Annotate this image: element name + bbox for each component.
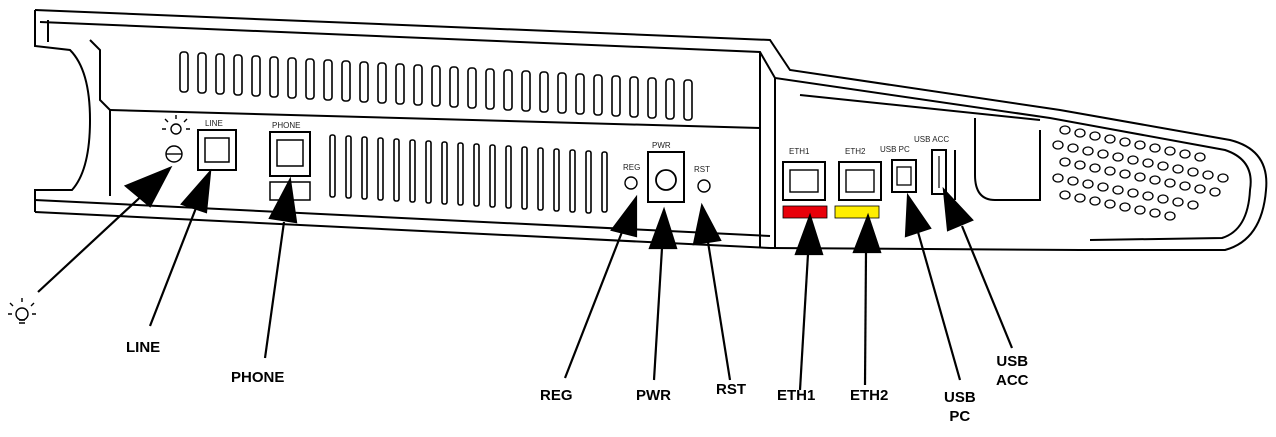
vent-slots-lower xyxy=(329,134,608,214)
arrowhead-usb-acc xyxy=(942,186,974,232)
line-port-label: LINE xyxy=(205,119,223,128)
rst-button: RST xyxy=(694,165,711,193)
callout-usb-pc-line2: PC xyxy=(949,408,971,425)
arrowhead-eth2 xyxy=(852,212,882,254)
arrowhead-reg xyxy=(610,194,638,238)
pwr-button-label: PWR xyxy=(652,141,671,150)
callout-eth2: ETH2 xyxy=(850,387,889,404)
eth2-port: ETH2 xyxy=(834,147,882,219)
arrow-rst xyxy=(706,241,732,381)
callout-line: LINE xyxy=(126,339,161,356)
eth2-color-strip xyxy=(834,205,880,219)
callout-eth1: ETH1 xyxy=(777,387,816,404)
usb-pc-port: USB PC xyxy=(880,145,917,193)
reg-led-label: REG xyxy=(623,163,640,172)
arrow-eth1 xyxy=(798,253,810,391)
callout-usb-pc: USB PC xyxy=(944,388,976,426)
eth1-port: ETH1 xyxy=(782,147,828,219)
arrowhead-phone xyxy=(268,176,298,224)
arrow-usb-pc xyxy=(916,231,962,381)
arrow-eth2 xyxy=(863,251,868,386)
reg-led: REG xyxy=(623,163,640,190)
callout-usb-pc-line1: USB xyxy=(944,389,976,406)
line-port: LINE xyxy=(197,119,237,171)
led-light-indicator xyxy=(162,115,190,163)
arrowhead-usb-pc xyxy=(904,192,932,238)
callout-arrows xyxy=(37,165,1014,391)
arrow-light xyxy=(37,189,149,293)
arrow-usb-acc xyxy=(960,225,1014,349)
usb-acc-port-label: USB ACC xyxy=(914,135,949,144)
callout-rst: RST xyxy=(716,381,746,398)
eth1-color-strip xyxy=(782,205,828,219)
arrowhead-light xyxy=(123,165,173,208)
arrow-phone xyxy=(263,221,286,359)
callout-usb-acc-line1: USB xyxy=(996,353,1029,370)
eth2-port-label: ETH2 xyxy=(845,147,866,156)
arrowhead-eth1 xyxy=(794,212,824,256)
eth1-port-label: ETH1 xyxy=(789,147,810,156)
arrow-reg xyxy=(563,231,624,379)
callout-phone: PHONE xyxy=(231,369,285,386)
rst-button-label: RST xyxy=(694,165,710,174)
arrowhead-rst xyxy=(692,202,722,246)
vent-slots-upper xyxy=(179,51,693,121)
callout-reg: REG xyxy=(540,387,573,404)
arrowhead-pwr xyxy=(648,206,678,250)
arrow-line xyxy=(148,207,198,327)
usb-acc-port: USB ACC xyxy=(914,135,949,195)
device-housing xyxy=(34,9,1268,251)
arrowhead-line xyxy=(180,168,212,214)
phone-port-label: PHONE xyxy=(272,121,300,130)
arrow-pwr xyxy=(652,247,664,381)
pwr-button: PWR xyxy=(647,141,685,203)
vent-hex-grid xyxy=(1052,125,1229,221)
light-bulb-icon xyxy=(8,298,36,324)
callout-usb-acc-line2: ACC xyxy=(996,372,1029,389)
callout-usb-acc: USB ACC xyxy=(996,352,1029,390)
usb-pc-port-label: USB PC xyxy=(880,145,910,154)
callout-pwr: PWR xyxy=(636,387,671,404)
